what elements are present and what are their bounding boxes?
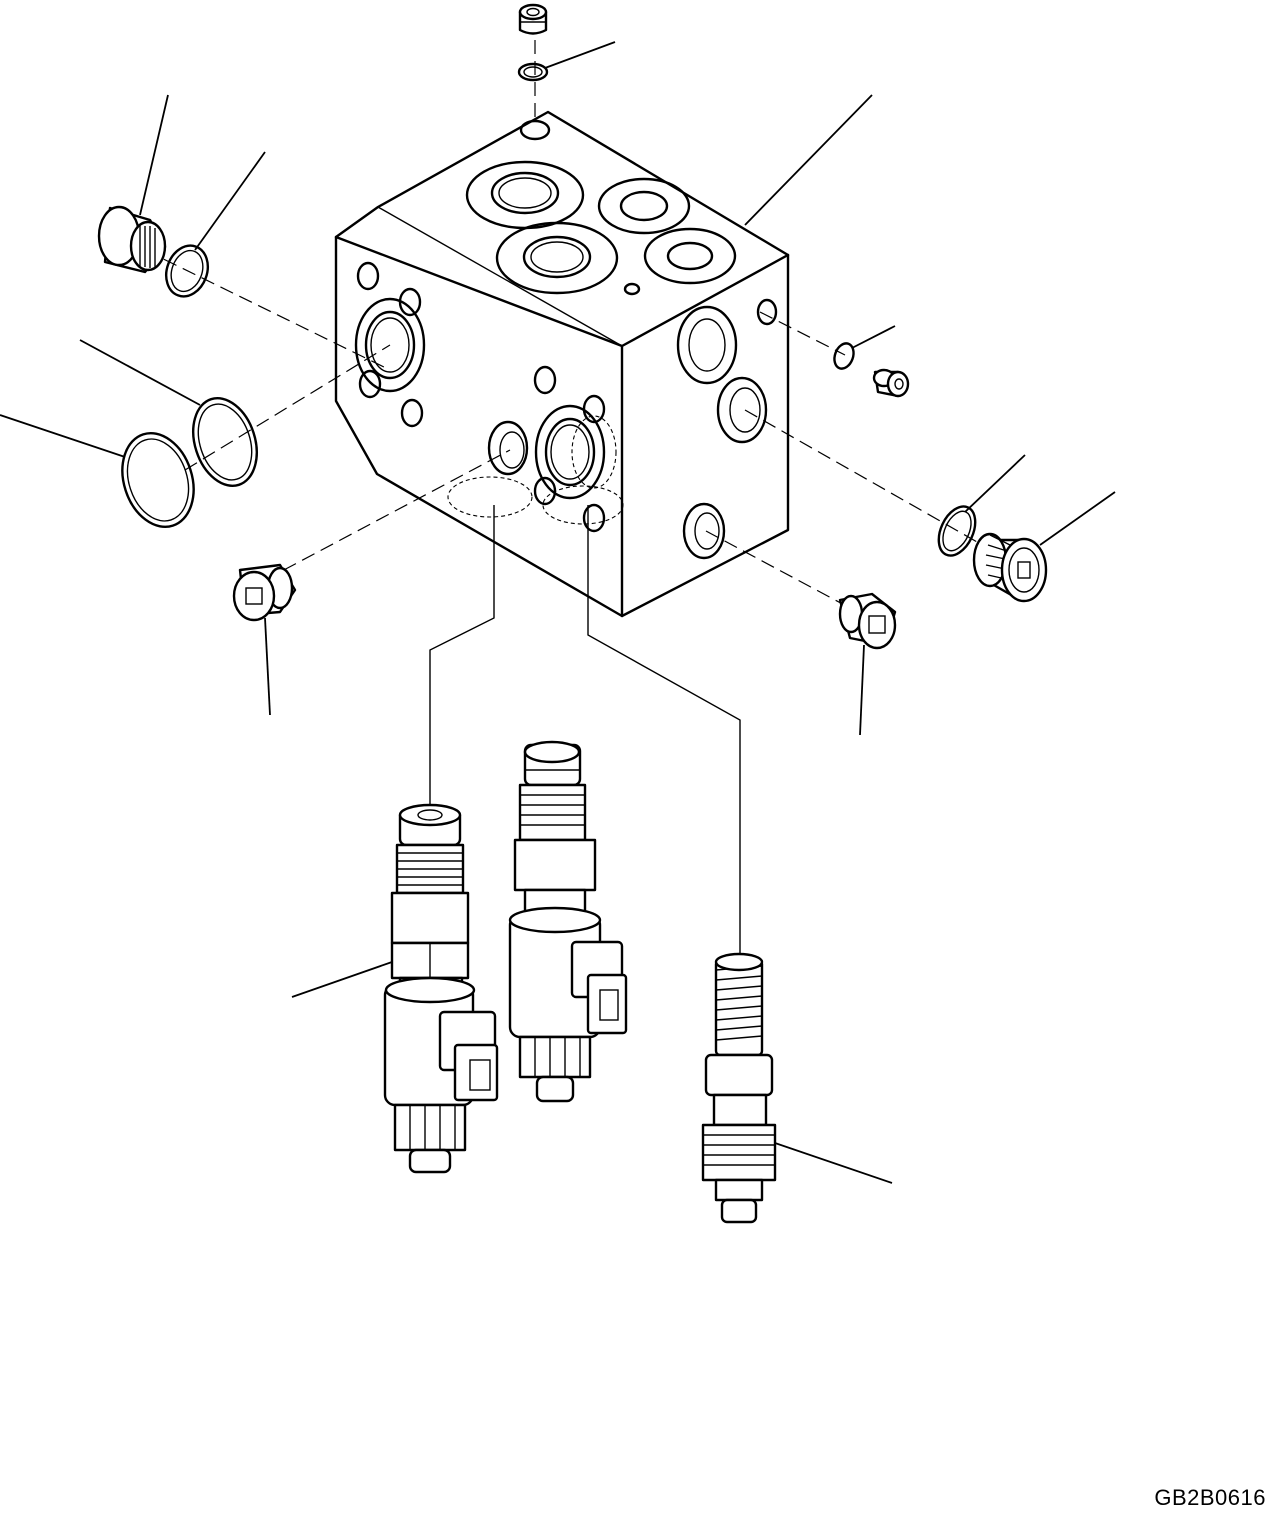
left-plug xyxy=(97,205,167,274)
top-plug xyxy=(518,3,548,35)
solenoid-valve-right xyxy=(508,740,628,1103)
top-pin-hole xyxy=(623,282,641,296)
small-right-plug xyxy=(872,368,910,398)
right-face-port-middle xyxy=(716,376,768,444)
front-face-port xyxy=(534,404,606,500)
lower-right-plug xyxy=(838,592,897,650)
right-face-port-upper xyxy=(676,305,738,385)
right-plug xyxy=(972,532,1048,603)
top-port-small-front xyxy=(643,227,737,285)
small-right-o-ring xyxy=(833,342,855,370)
drawing-code: GB2B0616 xyxy=(1154,1485,1266,1510)
right-face-port-lower xyxy=(682,502,726,560)
left-face-port xyxy=(354,297,426,393)
solenoid-cavity-port xyxy=(487,420,529,476)
callout-leaders xyxy=(0,41,1116,1184)
valve-block xyxy=(334,110,790,618)
solenoid-valve-left xyxy=(383,803,499,1174)
assembly-center-lines xyxy=(144,40,1001,960)
large-o-ring-outer xyxy=(121,431,195,529)
spring-valve xyxy=(701,952,777,1224)
top-gauge-port xyxy=(519,119,551,141)
large-o-ring-inner xyxy=(192,397,258,487)
top-o-ring xyxy=(517,62,549,82)
top-port-small xyxy=(597,177,691,235)
top-port-large-front xyxy=(495,221,619,295)
lower-left-plug xyxy=(232,563,297,622)
left-plug-o-ring xyxy=(165,244,209,298)
